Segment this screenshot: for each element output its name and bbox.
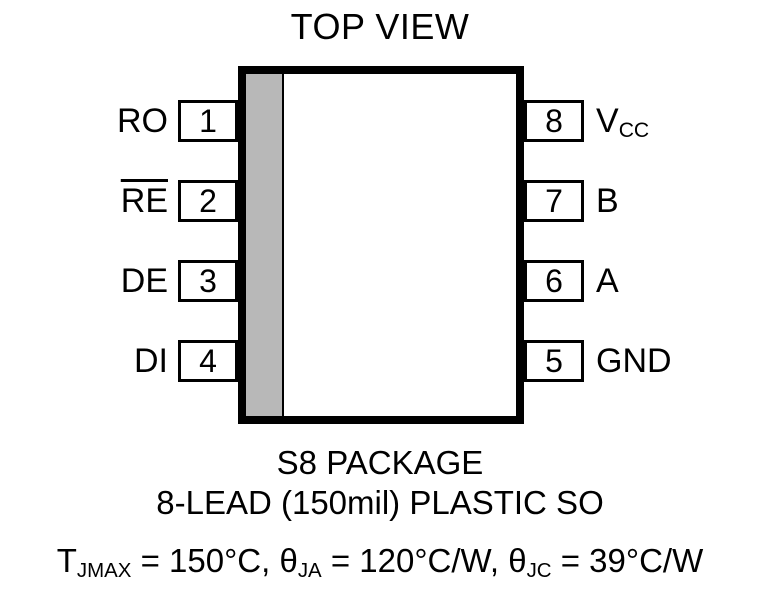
pin-box-2: 2 <box>178 180 238 222</box>
pin-box-7: 7 <box>524 180 584 222</box>
pin-label-vcc: VCC <box>596 100 649 142</box>
ic-package-body <box>238 66 524 424</box>
pin-label-text: DE <box>120 262 168 300</box>
pin-number: 6 <box>545 263 563 299</box>
pin-label-text: B <box>596 182 619 220</box>
pin-label-text: V <box>596 102 619 140</box>
pin-label-text: DI <box>134 342 168 380</box>
thermal-specs: TJMAX = 150°C, θJA = 120°C/W, θJC = 39°C… <box>0 542 760 582</box>
pin-label-a: A <box>596 260 619 302</box>
pin-label-di: DI <box>134 340 168 382</box>
pin-box-6: 6 <box>524 260 584 302</box>
pin-label-text: RO <box>117 102 168 140</box>
pin-number: 7 <box>545 183 563 219</box>
pin-box-3: 3 <box>178 260 238 302</box>
pin-number: 3 <box>199 263 217 299</box>
thermal-subscript: JC <box>526 558 552 582</box>
thermal-text: T <box>56 542 77 579</box>
pin-number: 1 <box>199 103 217 139</box>
pin-label-gnd: GND <box>596 340 672 382</box>
pin-label-b: B <box>596 180 619 222</box>
top-view-title: TOP VIEW <box>290 6 470 47</box>
pin-label-re: RE <box>121 180 168 222</box>
pin-label-subscript: CC <box>618 118 650 142</box>
pin-box-5: 5 <box>524 340 584 382</box>
pin-label-text: GND <box>596 342 672 380</box>
thermal-subscript: JA <box>297 558 322 582</box>
pin-number: 2 <box>199 183 217 219</box>
pin-number: 4 <box>199 343 217 379</box>
pin-number: 5 <box>545 343 563 379</box>
thermal-text: = 120°C/W, θ <box>321 542 527 579</box>
pin-label-text: A <box>596 262 619 300</box>
pin-number: 8 <box>545 103 563 139</box>
pin1-side-stripe <box>246 74 284 416</box>
pin-box-4: 4 <box>178 340 238 382</box>
pin-box-8: 8 <box>524 100 584 142</box>
package-description: 8-LEAD (150mil) PLASTIC SO <box>156 484 604 521</box>
thermal-subscript: JMAX <box>76 558 132 582</box>
pin-label-text: RE <box>120 182 168 220</box>
pin-box-1: 1 <box>178 100 238 142</box>
thermal-text: = 39°C/W <box>551 542 704 579</box>
pin-label-de: DE <box>121 260 168 302</box>
thermal-text: = 150°C, θ <box>131 542 298 579</box>
pin-label-ro: RO <box>117 100 168 142</box>
package-name: S8 PACKAGE <box>276 444 484 481</box>
